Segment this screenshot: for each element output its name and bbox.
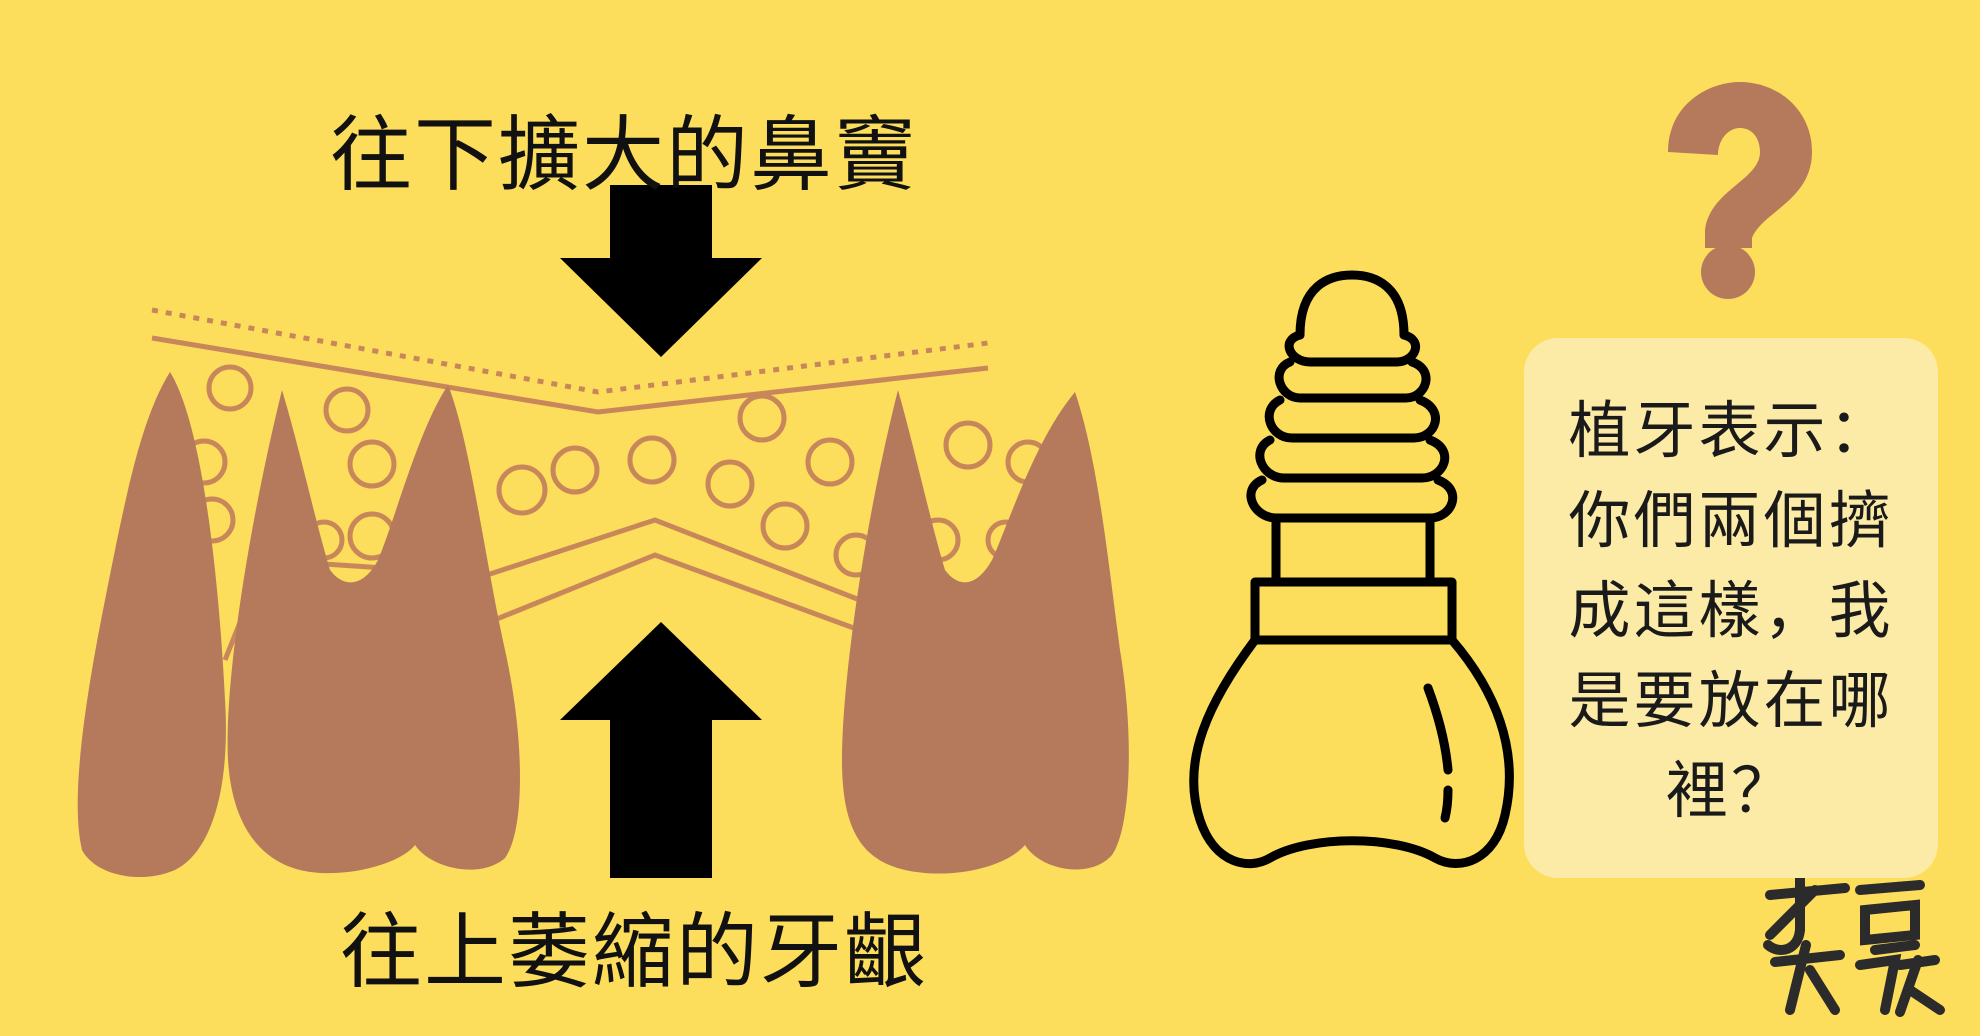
arrow-up-icon [560, 622, 762, 878]
sinus-label: 往下擴大的鼻竇 [330, 108, 919, 203]
bubble-line: 成這樣，我 [1568, 574, 1894, 647]
bubble-line: 你們兩個擠 [1568, 484, 1894, 557]
arrow-down-icon [560, 185, 762, 357]
dental-implant-icon [1189, 270, 1514, 869]
bubble-line: 是要放在哪 [1568, 664, 1894, 737]
tooth-third [842, 390, 1129, 874]
question-mark-icon [1668, 82, 1812, 299]
gum-lower-line [486, 552, 871, 637]
bubble-line: 裡？ [1665, 754, 1796, 827]
bubble-line: 植牙表示： [1568, 394, 1894, 467]
sinus-floor-dotted-line [151, 307, 989, 395]
speech-bubble: 植牙表示： 你們兩個擠 成這樣，我 是要放在哪 裡？ [1524, 338, 1938, 878]
bone-upper-line [151, 335, 989, 415]
tooth-second [227, 385, 520, 874]
tooth-left [77, 372, 226, 878]
gum-label: 往上萎縮的牙齦 [340, 905, 929, 1000]
